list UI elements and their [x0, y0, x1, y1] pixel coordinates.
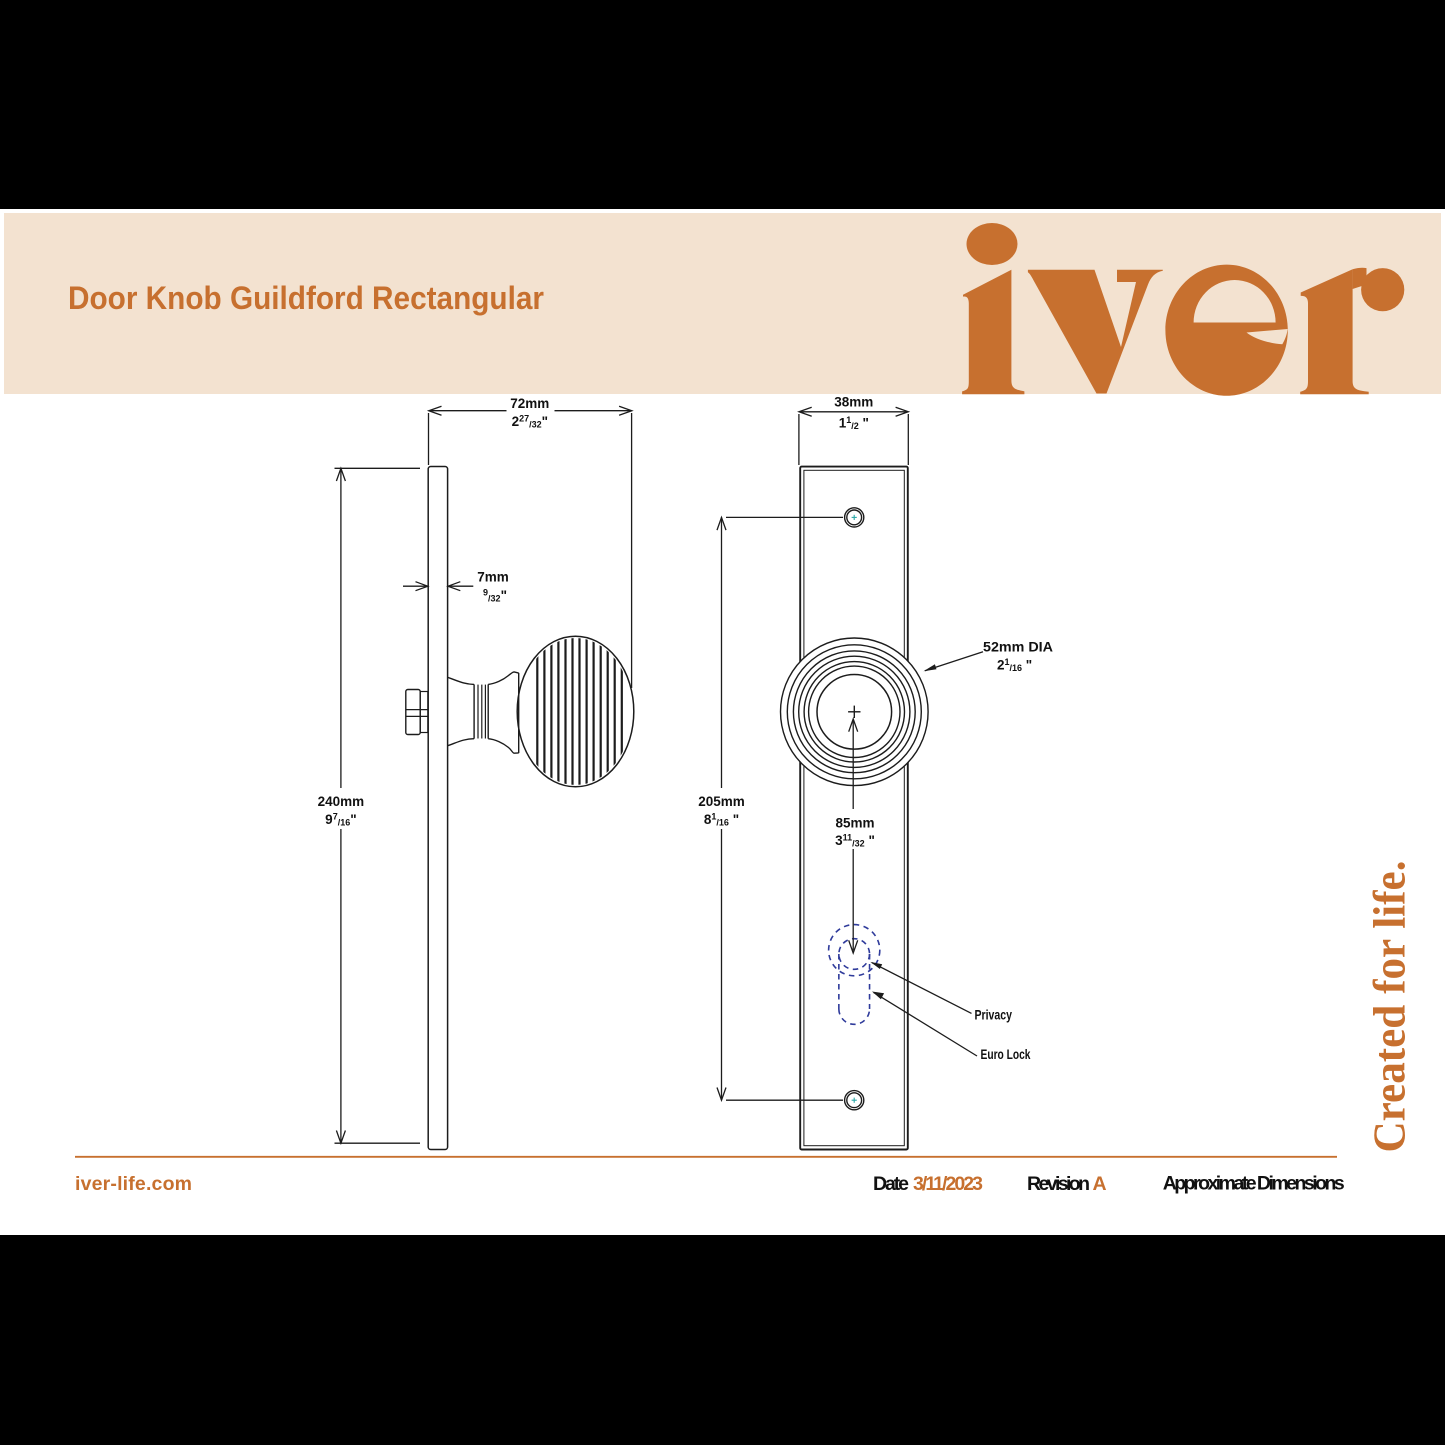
- svg-text:72mm: 72mm: [510, 396, 549, 411]
- svg-text:311/32 ": 311/32 ": [835, 833, 875, 849]
- svg-text:Date: Date: [873, 1173, 909, 1195]
- svg-text:9/32": 9/32": [483, 588, 507, 604]
- svg-text:11/2 ": 11/2 ": [839, 415, 869, 431]
- svg-text:Created for life.: Created for life.: [1365, 861, 1415, 1153]
- svg-text:85mm: 85mm: [835, 816, 874, 831]
- svg-text:227/32": 227/32": [512, 414, 548, 430]
- svg-text:205mm: 205mm: [698, 794, 745, 809]
- svg-text:Privacy: Privacy: [975, 1006, 1013, 1022]
- svg-text:7mm: 7mm: [477, 570, 509, 585]
- svg-text:Euro Lock: Euro Lock: [981, 1046, 1031, 1062]
- svg-text:iver-life.com: iver-life.com: [75, 1173, 192, 1195]
- svg-text:Revision: Revision: [1027, 1173, 1090, 1195]
- svg-text:Door Knob Guildford Rectangula: Door Knob Guildford Rectangular: [68, 280, 544, 316]
- svg-text:38mm: 38mm: [834, 395, 873, 410]
- svg-text:52mm DIA: 52mm DIA: [983, 640, 1053, 655]
- svg-text:A: A: [1093, 1173, 1107, 1195]
- svg-text:97/16": 97/16": [325, 812, 356, 828]
- svg-text:81/16 ": 81/16 ": [704, 812, 739, 828]
- svg-text:240mm: 240mm: [318, 794, 365, 809]
- svg-text:3/11/2023: 3/11/2023: [913, 1173, 983, 1195]
- svg-text:21/16 ": 21/16 ": [997, 657, 1032, 673]
- svg-text:Approximate Dimensions: Approximate Dimensions: [1163, 1173, 1345, 1195]
